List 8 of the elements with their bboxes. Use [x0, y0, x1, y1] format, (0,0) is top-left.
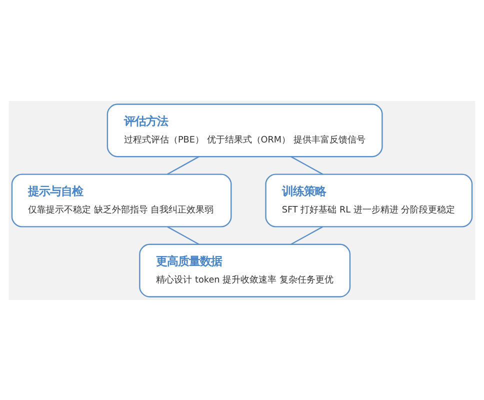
node-box: 评估方法 过程式评估（PBE） 优于结果式（ORM） 提供丰富反馈信号 [106, 103, 383, 157]
connector [166, 156, 200, 174]
connector [167, 226, 200, 244]
connector [290, 156, 324, 174]
node-box: 更高质量数据 精心设计 token 提升收敛速率 复杂任务更优 [139, 243, 351, 297]
node-box: 提示与自检 仅靠提示不稳定 缺乏外部指导 自我纠正效果弱 [11, 173, 232, 227]
node-box: 训练策略 SFT 打好基础 RL 进一步精进 分阶段更稳定 [265, 173, 473, 227]
connector [290, 226, 323, 244]
